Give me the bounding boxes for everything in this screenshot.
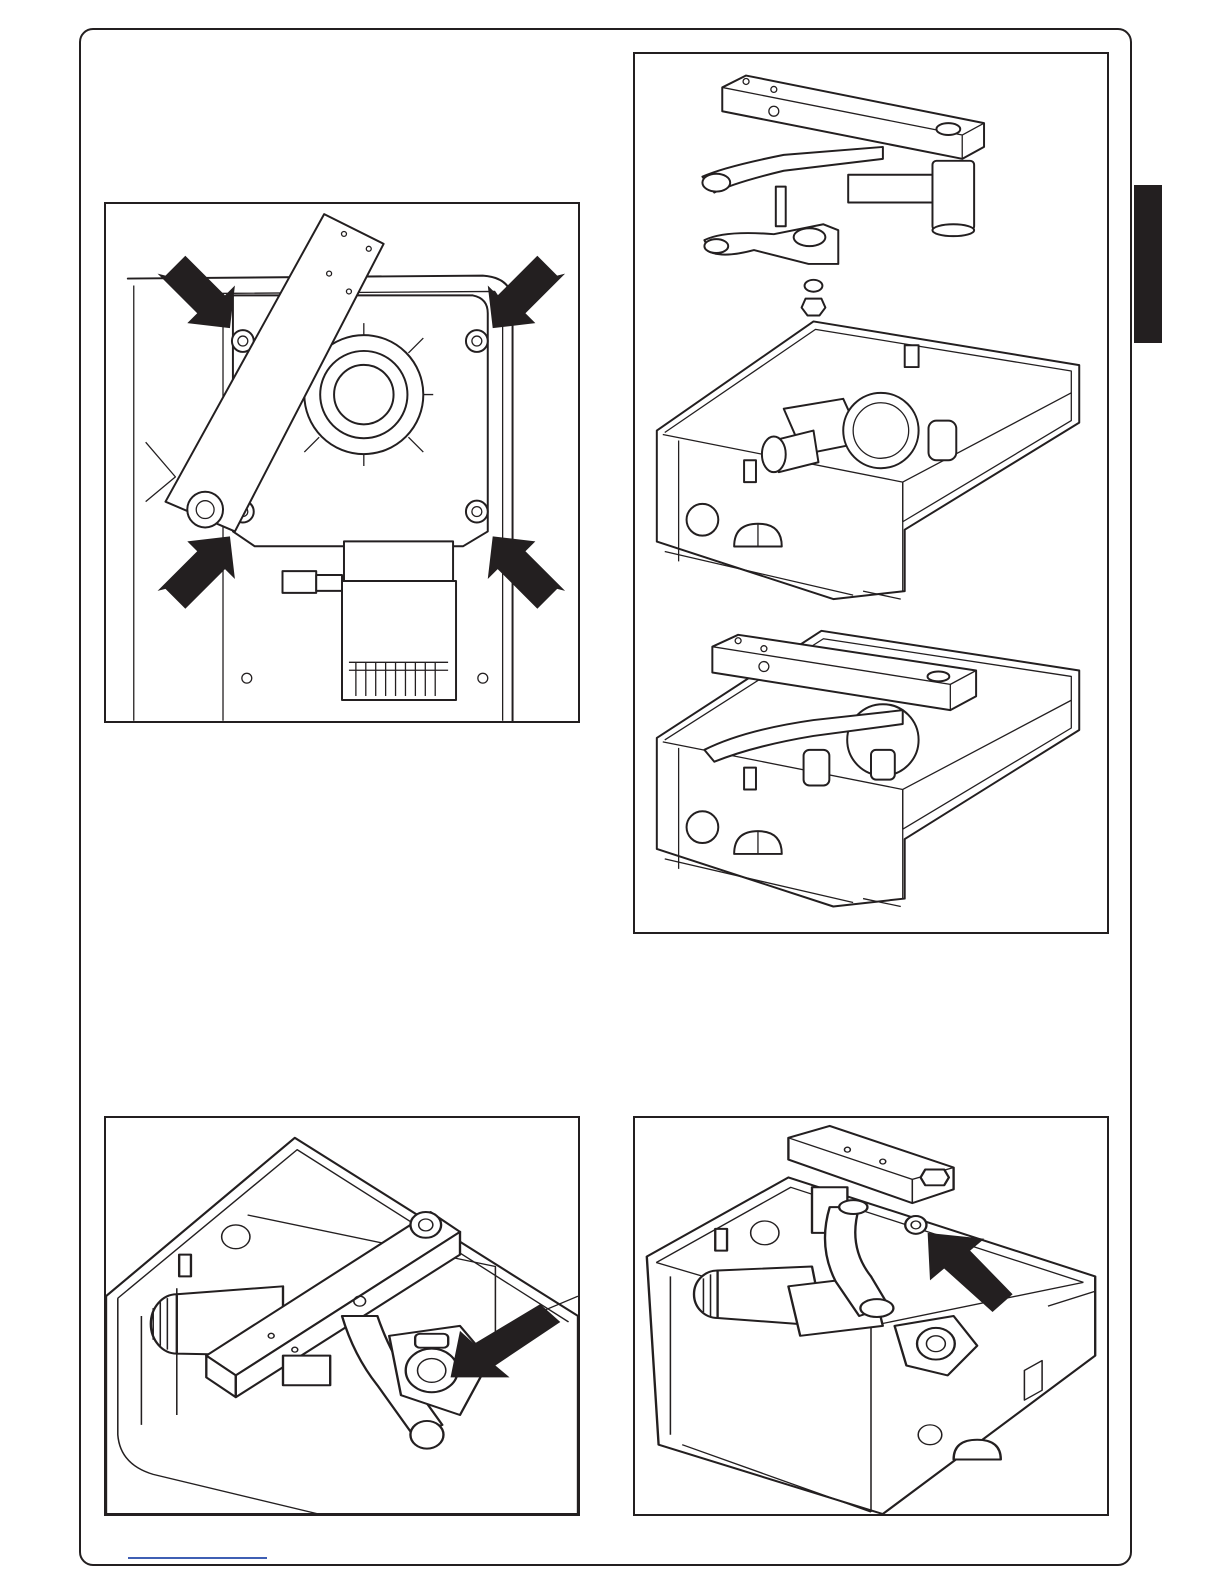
lever-arm <box>165 214 383 531</box>
lever-fixing-drawing <box>106 1118 578 1514</box>
figure-lever-fixing-detail <box>104 1116 580 1516</box>
arrow-icon <box>488 536 565 608</box>
actuator-top-view-drawing <box>106 204 578 721</box>
lever-assembly-drawing <box>635 54 1107 932</box>
figure-actuator-top-view <box>104 202 580 723</box>
figure-lever-assembly-exploded <box>633 52 1109 934</box>
exploded-lever <box>702 76 984 316</box>
housing-top <box>657 321 1079 599</box>
figure-lever-screw-detail <box>633 1116 1109 1516</box>
section-tab <box>1134 185 1162 343</box>
housing <box>647 1177 1095 1514</box>
arrow-icon <box>488 256 565 328</box>
housing-assembled <box>657 631 1079 907</box>
motor <box>242 541 488 700</box>
lever-screw-drawing <box>635 1118 1107 1514</box>
arrow-icon <box>158 256 235 328</box>
footer-rule <box>128 1557 267 1559</box>
